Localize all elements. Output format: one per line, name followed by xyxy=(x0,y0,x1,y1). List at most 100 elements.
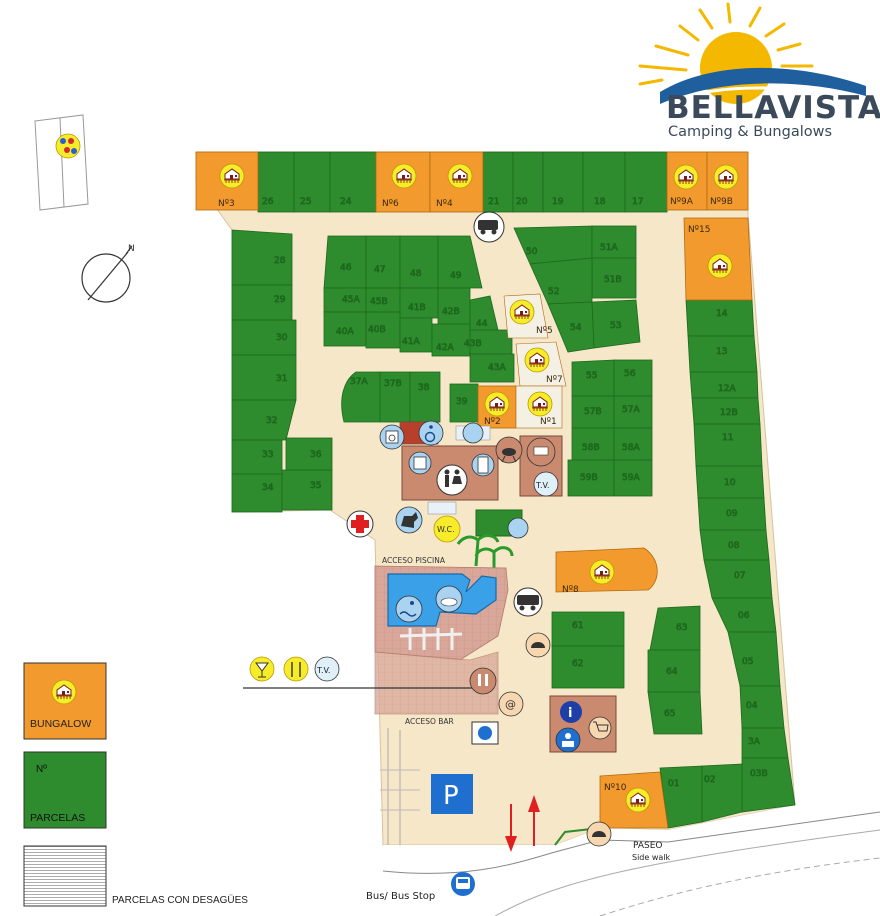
bungalow-n15: Nº15 xyxy=(683,217,753,301)
bungalow-n6: Nº6 xyxy=(375,151,431,213)
plot-65: 65 xyxy=(647,691,703,735)
svg-text:10: 10 xyxy=(724,478,736,488)
plot-35: 35 xyxy=(281,469,333,511)
svg-text:05: 05 xyxy=(742,657,753,667)
cutlery-icon xyxy=(283,656,309,682)
plot-59b: 59B xyxy=(567,459,615,497)
svg-text:52: 52 xyxy=(548,287,559,297)
svg-text:46: 46 xyxy=(340,263,352,273)
svg-text:@: @ xyxy=(505,698,516,711)
svg-text:Nº5: Nº5 xyxy=(536,326,553,336)
legend xyxy=(23,662,107,907)
pool-marker-box xyxy=(34,114,89,211)
bungalow-n3: Nº3 xyxy=(195,151,259,211)
internet-icon: @ xyxy=(498,691,524,717)
plot-42b: 42B xyxy=(437,287,471,325)
svg-text:Nº4: Nº4 xyxy=(436,199,453,209)
svg-text:64: 64 xyxy=(666,667,678,677)
brand-logo xyxy=(638,2,866,104)
plot-37a: 37A xyxy=(341,371,381,423)
svg-text:36: 36 xyxy=(310,450,322,460)
svg-text:3A: 3A xyxy=(748,737,761,747)
svg-text:Nº9A: Nº9A xyxy=(670,197,694,207)
laundry-icon xyxy=(379,424,405,450)
brand-text: BELLAVISTA Camping & Bungalows xyxy=(666,92,880,140)
bar-icon xyxy=(471,721,499,745)
svg-text:51A: 51A xyxy=(600,243,618,253)
svg-text:01: 01 xyxy=(668,779,679,789)
plot-43b: 43B xyxy=(464,329,513,355)
washing-machine-icon xyxy=(408,451,432,475)
svg-text:09: 09 xyxy=(726,509,738,519)
plot-19: 19 xyxy=(542,151,584,213)
legend-plot-swatch xyxy=(23,751,107,829)
restaurant-table-icon xyxy=(526,437,556,467)
plot-08: 08 xyxy=(699,529,770,561)
svg-text:24: 24 xyxy=(340,197,352,207)
plot-17: 17 xyxy=(624,151,668,213)
svg-text:31: 31 xyxy=(276,374,287,384)
svg-text:38: 38 xyxy=(418,383,430,393)
bungalow-n1: Nº1 xyxy=(515,385,563,429)
plot-56: 56 xyxy=(613,359,653,397)
plot-40b: 40B xyxy=(365,311,401,349)
plot-64: 64 xyxy=(647,649,701,693)
svg-text:Nº3: Nº3 xyxy=(218,199,235,209)
plot-55: 55 xyxy=(571,359,615,397)
plot-05: 05 xyxy=(727,631,781,687)
sun-icon xyxy=(638,2,814,86)
plot-12a: 12A xyxy=(689,371,759,399)
svg-text:65: 65 xyxy=(664,709,675,719)
svg-text:11: 11 xyxy=(722,433,733,443)
plot-41a: 41A xyxy=(399,317,433,353)
plot-39: 39 xyxy=(449,383,479,423)
plot-29: 29 xyxy=(231,284,293,321)
brand-tagline: Camping & Bungalows xyxy=(668,124,833,140)
bungalow-n8: Nº8 xyxy=(555,547,658,595)
plot-58a: 58A xyxy=(613,427,653,461)
svg-text:49: 49 xyxy=(450,271,462,281)
svg-text:37A: 37A xyxy=(350,377,368,387)
plot-34: 34 xyxy=(231,473,283,513)
plot-57a: 57A xyxy=(613,395,653,429)
svg-text:19: 19 xyxy=(552,197,564,207)
svg-text:42A: 42A xyxy=(436,343,454,353)
svg-text:08: 08 xyxy=(728,541,740,551)
bus-icon xyxy=(451,872,475,896)
svg-text:W.C.: W.C. xyxy=(437,525,455,534)
svg-text:Nº8: Nº8 xyxy=(562,585,579,595)
svg-text:T.V.: T.V. xyxy=(316,666,330,675)
plot-42a: 42A xyxy=(431,323,471,357)
svg-text:53: 53 xyxy=(610,321,621,331)
svg-text:58A: 58A xyxy=(622,443,640,453)
plot-43a: 43A xyxy=(469,353,515,383)
svg-text:51B: 51B xyxy=(604,275,622,285)
svg-text:Nº2: Nº2 xyxy=(484,417,501,427)
jacuzzi-icon xyxy=(435,585,463,613)
plot-51a: 51A xyxy=(591,225,637,259)
svg-text:57B: 57B xyxy=(584,407,602,417)
svg-text:Nº7: Nº7 xyxy=(546,375,563,385)
svg-text:12B: 12B xyxy=(720,408,738,418)
svg-text:Nº1: Nº1 xyxy=(540,417,557,427)
plot-44: 44 xyxy=(469,295,499,331)
plot-46: 46 xyxy=(323,235,367,289)
compass-north-label: N xyxy=(128,244,135,254)
svg-text:29: 29 xyxy=(274,295,286,305)
plot-63: 63 xyxy=(649,605,701,651)
bungalow-n2: Nº2 xyxy=(477,385,517,429)
svg-text:40B: 40B xyxy=(368,325,386,335)
svg-text:02: 02 xyxy=(704,775,715,785)
first-aid-icon xyxy=(346,510,374,538)
svg-text:Nº9B: Nº9B xyxy=(710,197,733,207)
information-icon: i xyxy=(560,701,582,723)
plot-25: 25 xyxy=(293,151,331,213)
svg-text:Nº10: Nº10 xyxy=(604,783,627,793)
svg-text:03B: 03B xyxy=(750,769,768,779)
bungalow-n7: Nº7 xyxy=(515,341,567,387)
svg-text:44: 44 xyxy=(476,319,488,329)
sidewalk-label: PASEO xyxy=(633,841,663,851)
legend-bungalow-swatch xyxy=(23,662,107,740)
svg-text:54: 54 xyxy=(570,323,582,333)
plot-07: 07 xyxy=(703,559,773,599)
